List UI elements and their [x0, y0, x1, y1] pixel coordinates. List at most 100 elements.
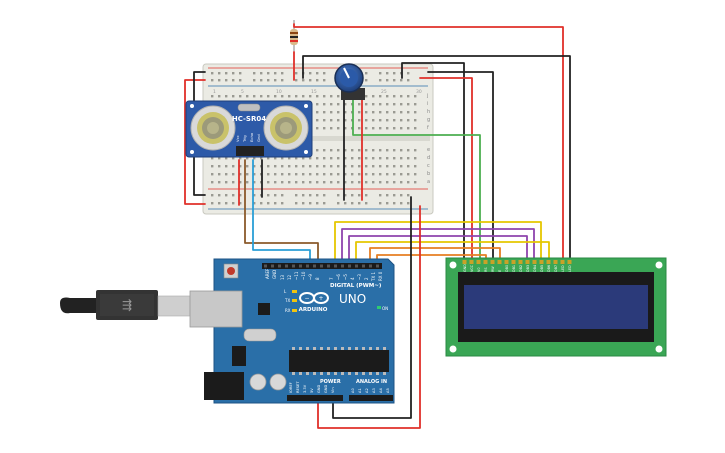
- breadboard-hole: [316, 194, 319, 197]
- breadboard-hole: [316, 157, 319, 160]
- potentiometer[interactable]: [334, 63, 365, 100]
- digital-pin-label: 4: [350, 277, 355, 280]
- breadboard-hole: [211, 194, 214, 197]
- header-pin: [320, 264, 323, 268]
- lcd-display[interactable]: GND VCC V0 RS RW E DB0 DB1 DB2 DB3 DB4 D…: [445, 257, 667, 357]
- header-pin: [264, 264, 267, 268]
- breadboard-hole: [393, 127, 396, 130]
- breadboard-hole: [372, 157, 375, 160]
- breadboard-hole: [274, 72, 277, 75]
- header-pin: [285, 264, 288, 268]
- chip-pin: [334, 347, 337, 350]
- black-wire: [427, 71, 494, 263]
- breadboard-hole: [316, 72, 319, 75]
- breadboard-hole: [316, 103, 319, 106]
- lcd-pin-label: DB6: [547, 265, 551, 272]
- chip-pin: [369, 372, 372, 375]
- breadboard-hole: [316, 173, 319, 176]
- lcd-pin-label: VCC: [470, 264, 474, 272]
- breadboard-hole: [344, 111, 347, 114]
- lcd-pin-label: V0: [477, 268, 481, 272]
- breadboard-hole: [330, 111, 333, 114]
- breadboard-hole: [274, 157, 277, 160]
- breadboard-hole: [337, 127, 340, 130]
- breadboard-hole: [393, 103, 396, 106]
- breadboard-hole: [407, 165, 410, 168]
- ultrasonic-sensor[interactable]: HC-SR04 Vcc Trig Echo Gnd: [185, 100, 313, 158]
- brown-wire: [244, 159, 319, 264]
- breadboard-hole: [379, 165, 382, 168]
- lcd-pin-label: DB0: [505, 265, 509, 272]
- chip-pin: [341, 347, 344, 350]
- resistor[interactable]: [290, 20, 298, 54]
- breadboard-hole: [386, 202, 389, 205]
- plus-icon: +: [318, 295, 323, 302]
- row-letter: i: [427, 101, 428, 107]
- breadboard-hole: [365, 173, 368, 176]
- breadboard-hole: [246, 157, 249, 160]
- breadboard-hole: [218, 181, 221, 184]
- breadboard-hole: [218, 157, 221, 160]
- breadboard-hole: [400, 157, 403, 160]
- chip-pin: [320, 372, 323, 375]
- lcd-pin: [518, 260, 523, 264]
- brand-label: ARDUINO: [299, 307, 328, 313]
- breadboard-hole: [330, 157, 333, 160]
- breadboard-hole: [232, 165, 235, 168]
- breadboard-hole: [414, 173, 417, 176]
- column-number: 1: [213, 89, 216, 95]
- breadboard-hole: [239, 72, 242, 75]
- breadboard-hole: [414, 111, 417, 114]
- chip-pin: [334, 372, 337, 375]
- usb-port: [189, 290, 243, 328]
- breadboard-hole: [288, 165, 291, 168]
- breadboard-hole: [400, 95, 403, 98]
- lcd-pin: [469, 260, 474, 264]
- breadboard-hole: [344, 194, 347, 197]
- breadboard-hole: [358, 149, 361, 152]
- breadboard-hole: [302, 202, 305, 205]
- breadboard-hole: [232, 202, 235, 205]
- breadboard-hole: [365, 181, 368, 184]
- breadboard-hole: [267, 79, 270, 82]
- header-pin: [334, 264, 337, 268]
- analog-pin-label: A3: [372, 388, 376, 393]
- chip-pin: [369, 347, 372, 350]
- breadboard-hole: [386, 111, 389, 114]
- breadboard-hole: [232, 181, 235, 184]
- breadboard-hole: [323, 181, 326, 184]
- arduino-uno[interactable]: AREF GND 13 12 ~11 ~10 ~9 8 7 ~6 ~5 4 ~3…: [189, 258, 395, 404]
- breadboard-hole: [393, 202, 396, 205]
- lcd-pin: [504, 260, 509, 264]
- power-jack: [204, 372, 244, 400]
- purple-wire: [348, 235, 528, 264]
- breadboard-hole: [253, 181, 256, 184]
- analog-pin-label: A5: [386, 388, 390, 393]
- chip-pin: [376, 347, 379, 350]
- breadboard-hole: [372, 181, 375, 184]
- breadboard-hole: [337, 119, 340, 122]
- breadboard-hole: [316, 79, 319, 82]
- chip-pin: [355, 372, 358, 375]
- crystal: [237, 103, 261, 112]
- rx-label: RX: [285, 308, 291, 313]
- breadboard-hole: [211, 202, 214, 205]
- breadboard-hole: [295, 95, 298, 98]
- breadboard-hole: [351, 149, 354, 152]
- breadboard-hole: [365, 149, 368, 152]
- breadboard-hole: [316, 95, 319, 98]
- breadboard-hole: [379, 103, 382, 106]
- red-wire: [419, 77, 473, 263]
- breadboard-hole: [316, 127, 319, 130]
- lcd-pin: [553, 260, 558, 264]
- breadboard-hole: [379, 173, 382, 176]
- breadboard-hole: [253, 79, 256, 82]
- breadboard-hole: [316, 119, 319, 122]
- breadboard-hole: [309, 181, 312, 184]
- breadboard-hole: [358, 165, 361, 168]
- chip-pin: [306, 372, 309, 375]
- breadboard-hole: [379, 95, 382, 98]
- breadboard-hole: [330, 149, 333, 152]
- usb-cable: ⇶: [60, 290, 191, 320]
- lcd-pin-label: DB3: [526, 265, 530, 272]
